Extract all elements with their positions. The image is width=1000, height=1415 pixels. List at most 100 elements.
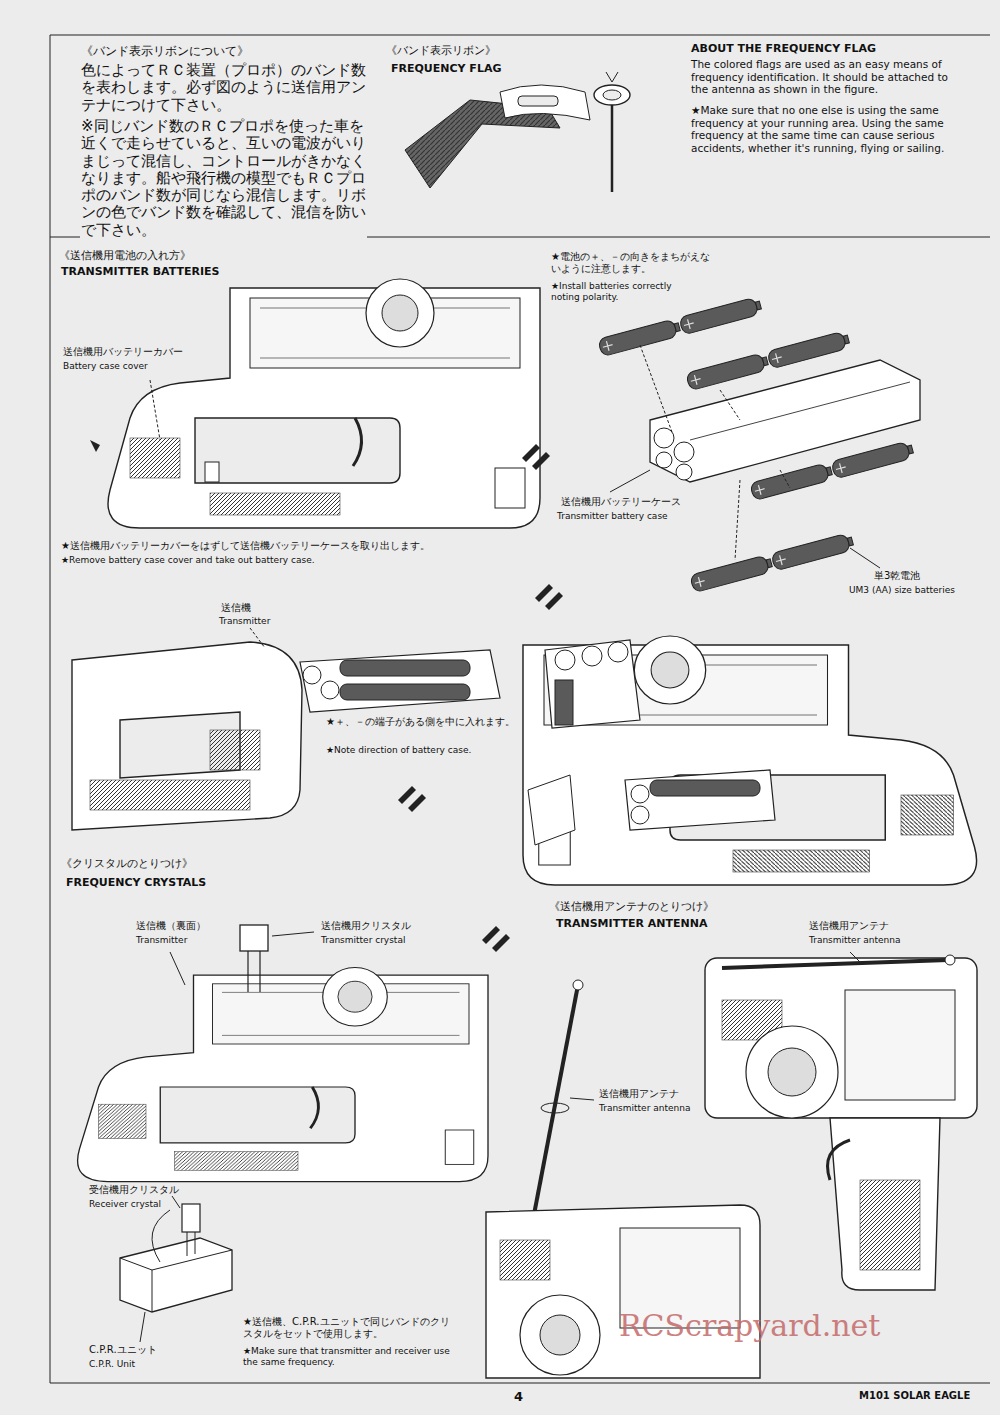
part-name: FREQUENCY FLAG — [390, 62, 502, 75]
note-text: ※同じバンド数のＲＣプロポを使った車を近くで走らせていると、互いの電波がいりまじ… — [80, 118, 367, 239]
battery-illustration — [850, 548, 880, 568]
section-heading: 《送信機用アンテナのとりつけ》 — [548, 900, 715, 913]
part-name: 送信機用クリスタル — [320, 920, 412, 932]
transmitter-illustration — [541, 1103, 569, 1113]
cpr-unit-illustration — [120, 1196, 232, 1342]
transmitter-illustration — [528, 775, 575, 845]
transmitter-illustration — [72, 628, 500, 830]
section-heading: TRANSMITTER ANTENNA — [555, 917, 708, 930]
part-name: 送信機用バッテリーケース — [560, 496, 682, 508]
part-name: 送信機用アンテナ — [598, 1088, 680, 1100]
frequency-flag-illustration — [500, 85, 590, 120]
battery-illustration — [771, 532, 855, 571]
leader-line — [150, 380, 160, 440]
transmitter-illustration — [240, 925, 268, 951]
transmitter-illustration — [205, 462, 219, 482]
part-name: UM3 (AA) size batteries — [848, 585, 956, 596]
part-name: Transmitter — [135, 935, 188, 946]
cpr-unit-illustration — [140, 1312, 145, 1342]
note-text: ★送信機、C.P.R.ユニットで同じバンドのクリスタルをセットで使用します。 — [242, 1316, 459, 1340]
battery-illustration — [720, 390, 740, 420]
transmitter-illustration — [850, 952, 860, 962]
transmitter-illustration — [523, 636, 977, 885]
section-heading: TRANSMITTER BATTERIES — [60, 265, 221, 278]
part-name: Receiver crystal — [88, 1199, 162, 1210]
transmitter-illustration — [78, 925, 488, 1182]
transmitter-illustration — [625, 770, 775, 830]
transmitter-illustration — [631, 785, 649, 803]
battery-illustration — [686, 352, 770, 391]
part-name: 送信機 — [220, 602, 252, 614]
part-name: Transmitter crystal — [320, 935, 406, 946]
transmitter-illustration — [945, 955, 955, 965]
part-name: Transmitter antenna — [808, 935, 901, 946]
transmitter-illustration — [532, 985, 578, 1225]
transmitter-illustration — [248, 951, 260, 992]
battery-illustration — [654, 428, 674, 448]
transmitter-illustration — [545, 640, 640, 728]
transmitter-illustration — [90, 440, 100, 452]
battery-illustration — [690, 554, 774, 593]
battery-illustration — [656, 452, 672, 468]
cpr-unit-illustration — [182, 1204, 200, 1232]
transmitter-illustration — [78, 967, 488, 1181]
battery-illustration — [750, 462, 834, 501]
cpr-unit-illustration — [152, 1210, 170, 1262]
transmitter-illustration — [72, 642, 302, 830]
transmitter-illustration — [828, 1140, 851, 1180]
transmitter-illustration — [631, 806, 649, 824]
transmitter-illustration — [523, 636, 977, 885]
transmitter-illustration — [570, 1098, 594, 1100]
part-name: 《バンド表示リボン》 — [385, 44, 497, 57]
transmitter-illustration — [340, 660, 470, 676]
step-arrow — [535, 584, 563, 610]
transmitter-illustration — [520, 1295, 600, 1375]
section-heading: 《送信機用電池の入れ方》 — [58, 249, 192, 262]
note-text: ★Remove battery case cover and take out … — [60, 555, 316, 566]
transmitter-illustration — [555, 680, 573, 725]
note-text: ★Note direction of battery case. — [325, 745, 517, 756]
transmitter-illustration — [250, 628, 265, 648]
frequency-flag-illustration — [606, 72, 618, 82]
frequency-flag-illustration — [405, 72, 630, 192]
cpr-unit-illustration — [120, 1238, 232, 1312]
part-name: C.P.R. Unit — [88, 1359, 136, 1370]
model-name: M101 SOLAR EAGLE — [858, 1390, 971, 1402]
transmitter-illustration — [768, 1048, 816, 1096]
transmitter-illustration — [340, 684, 470, 700]
transmitter-illustration — [650, 780, 760, 796]
battery-illustration — [674, 442, 694, 462]
part-name: Transmitter antenna — [598, 1103, 691, 1114]
note-text: ★＋、－の端子がある側を中に入れます。 — [325, 716, 517, 728]
transmitter-illustration — [300, 650, 500, 712]
step-arrow — [522, 444, 550, 470]
transmitter-illustration — [90, 279, 540, 528]
section-heading: 《クリスタルのとりつけ》 — [60, 857, 194, 870]
transmitter-illustration — [486, 1205, 760, 1378]
part-name: 送信機（裏面） — [135, 920, 207, 932]
cpr-unit-illustration — [120, 1250, 232, 1312]
step-arrow — [398, 786, 426, 812]
note-text: ★Install batteries correctly noting pola… — [550, 281, 687, 303]
transmitter-illustration — [321, 681, 339, 699]
page-number: 4 — [513, 1389, 524, 1405]
note-text: The colored flags are used as an easy me… — [690, 58, 967, 96]
battery-illustration — [690, 382, 910, 440]
transmitter-illustration — [303, 666, 321, 684]
battery-illustration — [780, 470, 790, 488]
transmitter-illustration — [555, 650, 575, 670]
part-name: Battery case cover — [62, 361, 149, 372]
transmitter-illustration — [722, 960, 948, 968]
part-name: 送信機用バッテリーカバー — [62, 346, 184, 358]
transmitter-illustration — [540, 1315, 580, 1355]
cpr-unit-illustration — [187, 1232, 195, 1256]
transmitter-illustration — [108, 279, 540, 528]
part-name: 受信機用クリスタル — [88, 1184, 180, 1196]
transmitter-illustration — [845, 990, 955, 1100]
battery-illustration — [650, 360, 920, 482]
battery-illustration — [735, 480, 740, 560]
note-text: 色によってＲＣ装置（プロポ）のバンド数を表わします。必ず図のように送信用アンテナ… — [80, 62, 367, 114]
transmitter-illustration — [582, 646, 602, 666]
transmitter-illustration — [860, 1180, 920, 1270]
